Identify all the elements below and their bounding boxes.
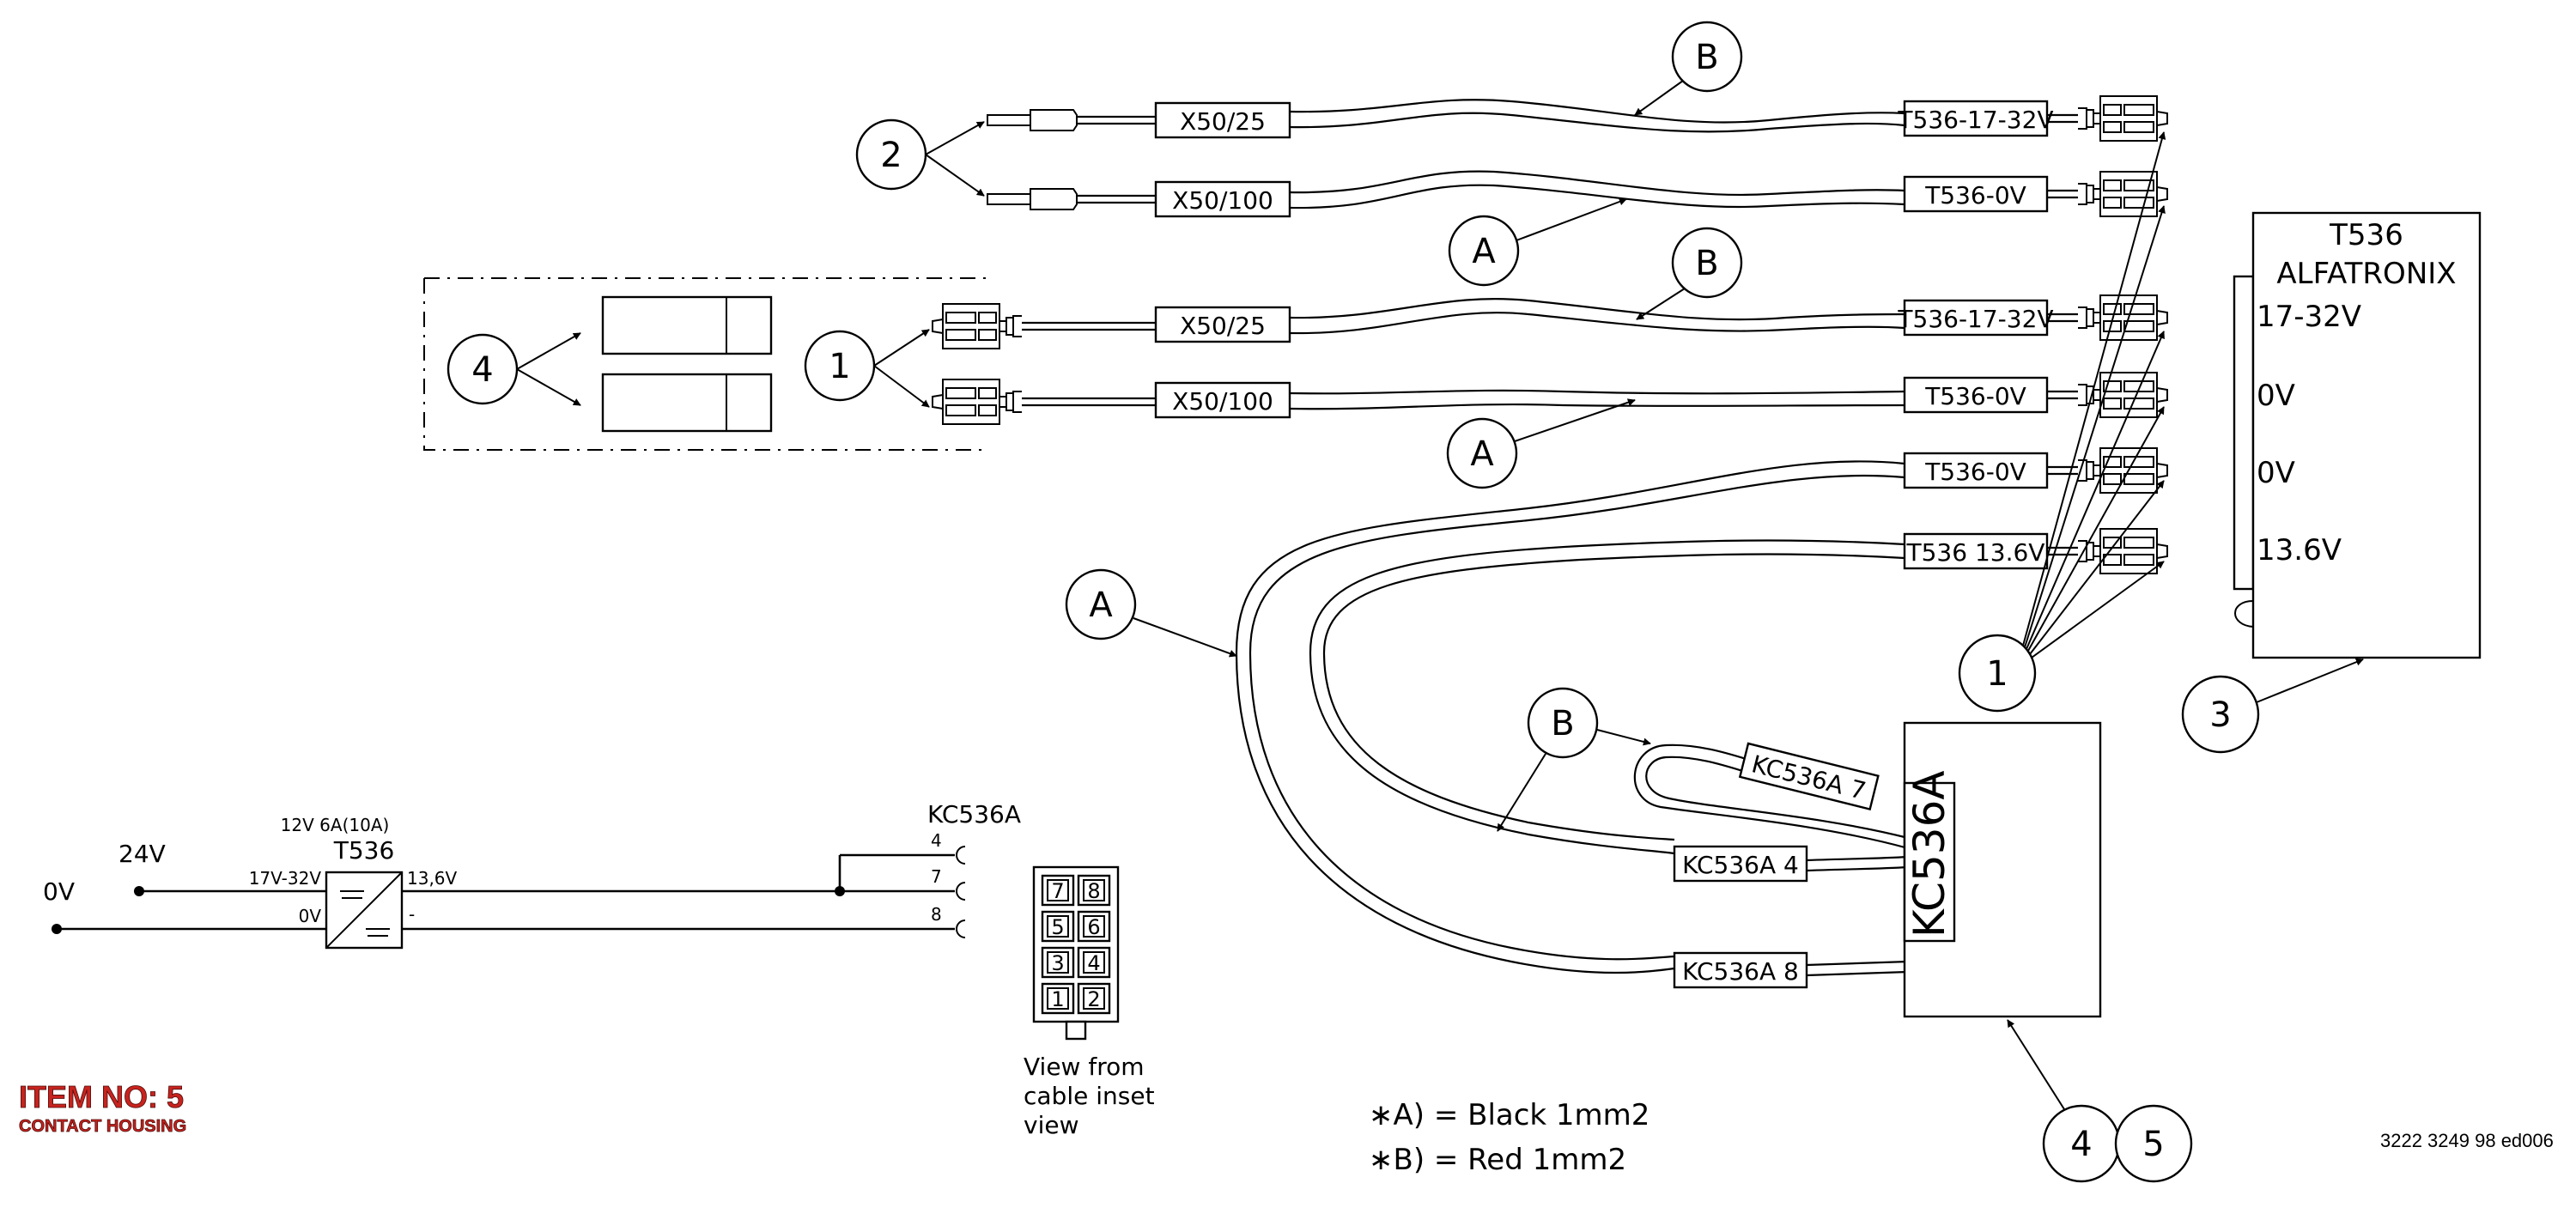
pin-cell-label: 6: [1087, 915, 1100, 939]
wire-tag-text: X50/25: [1180, 312, 1266, 340]
label-13-6v: 13,6V: [407, 868, 458, 889]
view-caption-line1: View from: [1024, 1053, 1145, 1081]
bubble-2: 2: [880, 136, 902, 175]
wire-tag-kc536a-4: [1673, 845, 1808, 883]
pin-cell-label: 7: [1051, 879, 1064, 903]
callout-bubbles: B 2 A B 4 1 A A B 1: [447, 21, 2364, 1183]
housing-label: KC536A: [1905, 770, 1954, 938]
wire-tag-t536-0v-top: [1903, 175, 2049, 213]
pin-cell-label: 4: [1087, 951, 1100, 975]
pin-cell-inner: [1083, 951, 1105, 974]
pin-8: 8: [931, 904, 942, 925]
wire-tag-t536-0v-low: [1903, 452, 2049, 489]
wire-tag-text: T536 13.6V: [1906, 538, 2045, 567]
pin-cell-label: 2: [1087, 987, 1100, 1011]
bubble-4-bottom: 4: [2070, 1125, 2092, 1164]
kc536a-housing: KC536A: [1903, 721, 2102, 1018]
receptacle: [932, 303, 1023, 349]
label-in-0v: 0V: [299, 906, 322, 926]
item-name: CONTACT HOUSING: [19, 1117, 186, 1136]
bubble-1-left: 1: [829, 347, 850, 386]
pin-cell-label: 5: [1051, 915, 1064, 939]
view-caption-line2: cable inset: [1024, 1082, 1155, 1110]
wire-tag-text: T536-0V: [1924, 181, 2026, 209]
bubble-3: 3: [2209, 695, 2231, 735]
bubble-b-low: B: [1551, 704, 1574, 743]
harness-item2: X50/25 X50/100 T536-17-32V T536-0V: [987, 95, 2168, 218]
psu-brand: ALFATRONIX: [2276, 257, 2456, 291]
label-17-32v: 17V-32V: [249, 868, 322, 889]
wire-tag-text: T536-17-32V: [1897, 106, 2053, 134]
label-minus: -: [409, 904, 415, 925]
label-0v: 0V: [43, 877, 75, 906]
psu-terminal-0v-b: 0V: [2257, 456, 2295, 490]
label-24v: 24V: [118, 840, 166, 868]
bubble-b-mid: B: [1695, 244, 1718, 283]
legend-b: ∗B) = Red 1mm2: [1369, 1143, 1626, 1177]
wire-tag-t536-1732-mid: [1903, 299, 2049, 337]
wire-tag-text: T536-0V: [1924, 382, 2026, 410]
wire-tag-kc536a-7: [1738, 742, 1880, 811]
pin-cell-label: 1: [1051, 987, 1064, 1011]
wire-tag-text: KC536A 4: [1682, 851, 1799, 879]
pin-cell-inner: [1047, 951, 1069, 974]
pin-cell-label: 8: [1087, 879, 1100, 903]
wire-tag-text: X50/25: [1180, 107, 1266, 136]
view-caption-line3: view: [1024, 1111, 1078, 1139]
pin-4: 4: [931, 830, 942, 851]
pin-cell-inner: [1047, 879, 1069, 901]
psu-model: T536: [2329, 218, 2403, 252]
wire-tag-text: T536-17-32V: [1897, 305, 2053, 333]
ferrule-bottom: [987, 188, 1078, 210]
wire-tag-text: KC536A 8: [1682, 957, 1799, 986]
pin-cell-inner: [1047, 915, 1069, 938]
wire-tag-x50-25-mid: [1154, 306, 1291, 343]
wire-tag-text: T536-0V: [1924, 458, 2026, 486]
wire-tag-t536-0v-mid: [1903, 376, 2049, 414]
harness-item1: X50/25 X50/100 T536-17-32V T536-0V: [932, 294, 2168, 425]
label-kc536a: KC536A: [927, 800, 1021, 828]
pin-cell-inner: [1083, 915, 1105, 938]
wire-tag-text: X50/100: [1172, 186, 1273, 215]
t536-unit: T536 ALFATRONIX 17-32V 0V 0V 13.6V: [2233, 211, 2482, 659]
bubble-4-left: 4: [471, 350, 493, 390]
item-number: ITEM NO: 5: [19, 1079, 184, 1114]
schematic: 0V 24V 12V 6A(10A) T536 17V-32V 0V 13,6V…: [43, 800, 1021, 950]
bubble-1-right: 1: [1986, 654, 2008, 694]
legend-a: ∗A) = Black 1mm2: [1369, 1098, 1649, 1132]
receptacle: [2077, 95, 2168, 142]
bubble-b-top: B: [1695, 38, 1718, 77]
pin-7: 7: [931, 866, 942, 887]
wire-tag-text: X50/100: [1172, 387, 1273, 416]
drawing-reference: 3222 3249 98 ed006: [2380, 1130, 2554, 1151]
wire-tag-kc536a-8: [1673, 951, 1808, 989]
receptacle: [2077, 447, 2168, 494]
item4-kit: [423, 277, 987, 451]
bubble-a-top: A: [1472, 232, 1496, 271]
label-rating: 12V 6A(10A): [281, 815, 390, 835]
label-converter: T536: [333, 836, 395, 865]
receptacle: [2077, 171, 2168, 217]
psu-terminal-17-32v: 17-32V: [2257, 300, 2361, 334]
ferrule-top: [987, 109, 1078, 131]
bubble-5-bottom: 5: [2142, 1125, 2164, 1164]
wire-tag-x50-25-top: [1154, 101, 1291, 139]
psu-terminal-13-6v: 13.6V: [2257, 533, 2342, 567]
bubble-a-mid: A: [1470, 434, 1494, 474]
wire-tag-x50-100-top: [1154, 180, 1291, 218]
pin-cell-inner: [1047, 987, 1069, 1010]
receptacle: [932, 379, 1023, 425]
wire-tag-t536-136: [1903, 532, 2049, 570]
wire-tag-x50-100-mid: [1154, 381, 1291, 419]
pin-cell-inner: [1083, 879, 1105, 901]
wire-tag-t536-1732-top: [1903, 100, 2049, 137]
harness-loop: T536-0V T536 13.6V KC536A 4 KC536A 8 KC5…: [1235, 447, 2168, 989]
bubble-a-loop: A: [1089, 586, 1113, 625]
psu-terminal-0v-a: 0V: [2257, 379, 2295, 413]
pin-cell-label: 3: [1051, 951, 1064, 975]
pin-cell-inner: [1083, 987, 1105, 1010]
receptacle: [2077, 294, 2168, 341]
